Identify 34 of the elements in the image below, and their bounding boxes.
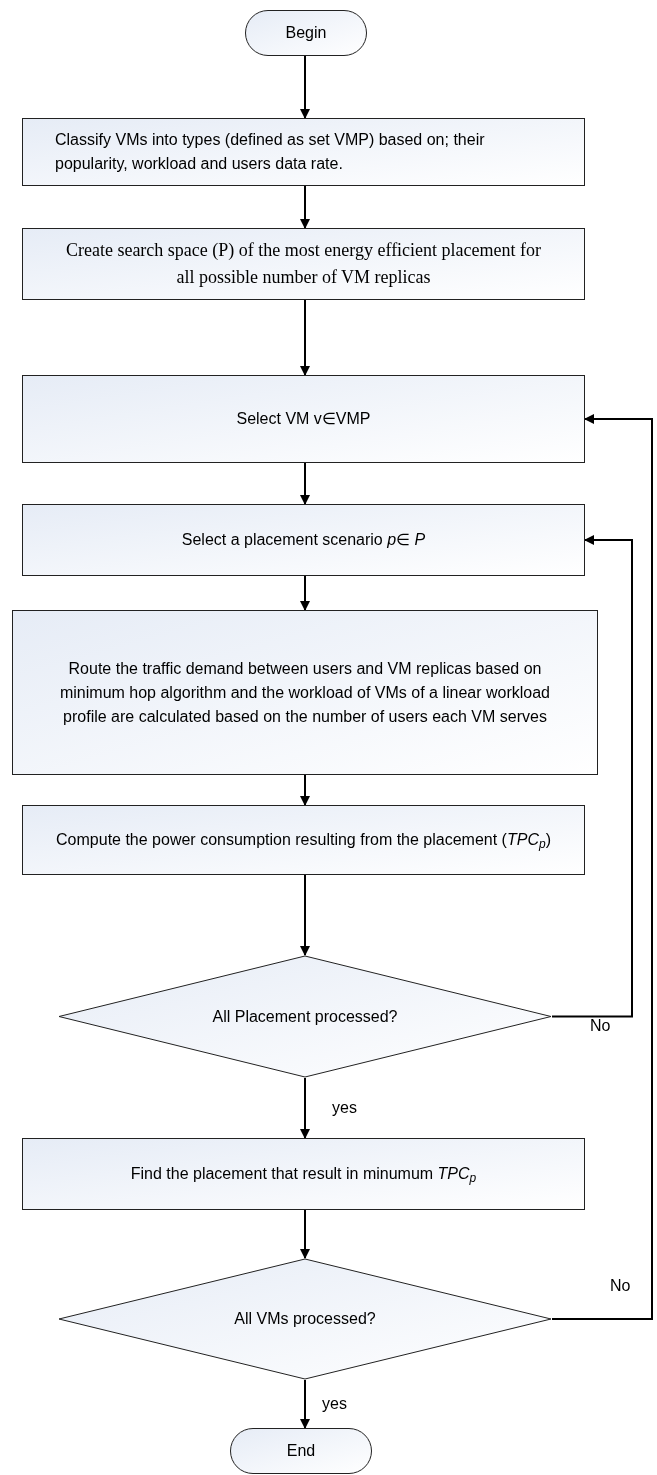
arrow xyxy=(300,1077,310,1139)
process-box xyxy=(12,610,598,775)
arrow xyxy=(300,185,310,229)
node-text: Create search space (P) of the most energy efficient placement for all possible number of VM replicas xyxy=(64,239,543,289)
arrow xyxy=(300,55,310,119)
arrow xyxy=(551,535,633,1018)
process-box xyxy=(22,375,585,463)
node-text: Begin xyxy=(285,23,327,43)
decision-diamond xyxy=(58,955,552,1078)
process-box xyxy=(22,504,585,576)
arrow xyxy=(300,462,310,505)
node-text: Select VM v∈VMP xyxy=(235,409,372,429)
arrow xyxy=(300,575,310,611)
edge-label: No xyxy=(588,1018,613,1034)
process-box xyxy=(22,118,585,186)
node-text: Find the placement that result in minumum TPC$_{p}$ xyxy=(129,1164,478,1186)
node-text: Select a placement scenario p∈ P xyxy=(180,530,427,550)
arrow xyxy=(551,414,653,1320)
node-text: Route the traffic demand between users and VM replicas based on minimum hop algorithm and the workload of VMs of a linear workload profile are calculated based on the number of users each VM serves xyxy=(59,658,551,727)
arrow xyxy=(300,1379,310,1429)
node-text: All Placement processed? xyxy=(212,1006,398,1027)
node-text: End xyxy=(286,1441,316,1461)
process-box xyxy=(22,228,585,300)
decision-diamond xyxy=(58,1258,552,1380)
arrow xyxy=(300,299,310,376)
node-text: All VMs processed? xyxy=(234,1309,376,1329)
node-text: Classify VMs into types (defined as set VMP) based on; their popularity, workload and users data rate. xyxy=(55,130,486,174)
node-text: Compute the power consumption resulting from the placement (TPC$_{p}$) xyxy=(55,830,552,852)
arrow xyxy=(300,874,310,956)
process-box xyxy=(22,1138,585,1210)
edge-label: No xyxy=(608,1278,633,1294)
process-box xyxy=(22,805,585,875)
arrow xyxy=(300,1209,310,1259)
arrow xyxy=(300,774,310,806)
